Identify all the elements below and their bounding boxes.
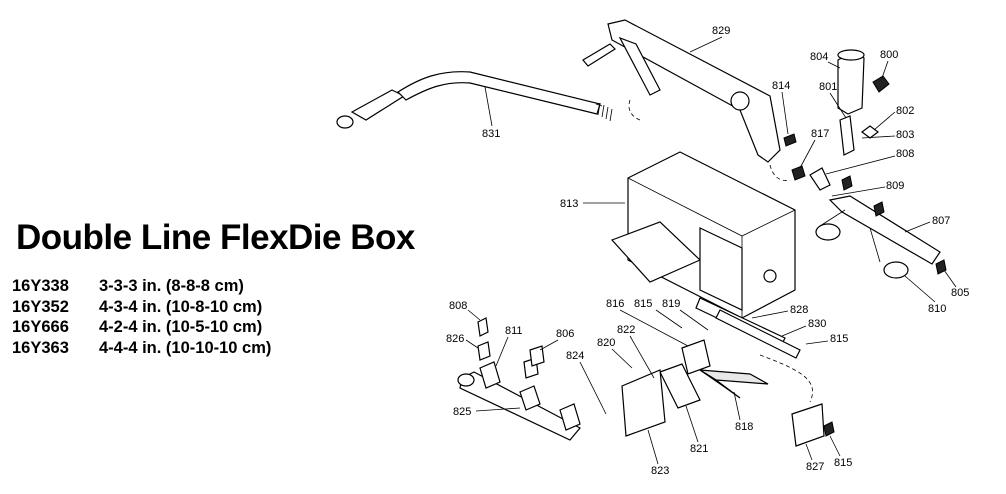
callout-820: 820 — [597, 337, 615, 349]
callout-831: 831 — [482, 128, 500, 140]
callout-815: 815 — [634, 298, 652, 310]
page-title: Double Line FlexDie Box — [16, 218, 415, 257]
lever-829 — [582, 19, 791, 181]
nut-802 — [861, 125, 879, 139]
callout-810: 810 — [928, 303, 946, 315]
callout-805: 805 — [951, 287, 969, 299]
callout-829: 829 — [712, 25, 730, 37]
plate-816 — [681, 339, 711, 375]
model-code: 16Y666 — [12, 318, 69, 336]
callout-801: 801 — [819, 81, 837, 93]
model-desc: 4-4-4 in. (10-10-10 cm) — [99, 338, 272, 357]
model-code: 16Y352 — [12, 297, 69, 316]
plate-821 — [659, 363, 701, 409]
model-desc: 3-3-3 in. (8-8-8 cm) — [99, 277, 244, 295]
callout-826: 826 — [446, 333, 464, 345]
fitting-804 — [837, 49, 865, 115]
model-row: 16Y338 3-3-3 in. (8-8-8 cm) — [12, 277, 271, 298]
callout-813: 813 — [560, 198, 578, 210]
callout-830: 830 — [808, 318, 826, 330]
callout-818: 818 — [735, 421, 753, 433]
rail-830 — [695, 297, 813, 403]
callout-815-bottom: 815 — [834, 457, 852, 469]
manifold-825 — [457, 317, 581, 441]
screw-817 — [791, 165, 806, 181]
callout-808: 808 — [896, 148, 914, 160]
callout-814: 814 — [772, 80, 790, 92]
model-row: 16Y363 4-4-4 in. (10-10-10 cm) — [12, 339, 271, 360]
model-desc: 4-3-4 in. (10-8-10 cm) — [99, 297, 263, 316]
callout-822: 822 — [617, 324, 635, 336]
callout-804: 804 — [810, 51, 828, 63]
callout-811: 811 — [505, 325, 523, 337]
callout-807: 807 — [932, 215, 950, 227]
plug-800 — [872, 75, 890, 93]
callouts: 829 804 800 814 801 802 803 817 808 809 … — [446, 25, 969, 477]
plate-827 — [791, 403, 835, 447]
plate-818 — [699, 369, 769, 399]
model-row: 16Y352 4-3-4 in. (10-8-10 cm) — [12, 298, 271, 319]
model-list: 16Y338 3-3-3 in. (8-8-8 cm) 16Y352 4-3-4 i… — [12, 277, 271, 359]
callout-821: 821 — [690, 443, 708, 455]
manifold-807 — [815, 175, 947, 279]
plate-823 — [621, 369, 666, 437]
model-code: 16Y363 — [12, 338, 69, 357]
elbow-808 — [809, 167, 831, 191]
callout-803: 803 — [896, 129, 914, 141]
model-row: 16Y666 4-2-4 in. (10-5-10 cm) — [12, 318, 271, 339]
callout-817: 817 — [811, 128, 829, 140]
handle-831 — [336, 71, 613, 129]
callout-828: 828 — [790, 304, 808, 316]
callout-824: 824 — [566, 350, 584, 362]
callout-825: 825 — [453, 406, 471, 418]
callout-819: 819 — [662, 298, 680, 310]
model-desc: 4-2-4 in. (10-5-10 cm) — [99, 318, 263, 336]
screw-814 — [783, 133, 797, 147]
callout-827: 827 — [806, 461, 824, 473]
model-code: 16Y338 — [12, 277, 69, 295]
callout-800: 800 — [880, 49, 898, 61]
callout-815-right: 815 — [830, 333, 848, 345]
box-813 — [610, 151, 796, 319]
callout-806: 806 — [556, 328, 574, 340]
callout-823: 823 — [651, 465, 669, 477]
callout-808-lower: 808 — [449, 300, 467, 312]
callout-802: 802 — [896, 105, 914, 117]
callout-816: 816 — [606, 298, 624, 310]
fitting-801 — [839, 115, 855, 156]
callout-809: 809 — [886, 180, 904, 192]
